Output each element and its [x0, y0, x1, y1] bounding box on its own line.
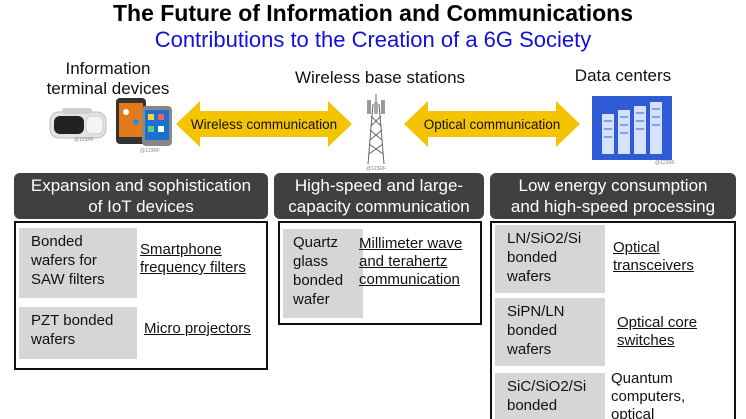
base-stations-label: Wireless base stations	[294, 68, 466, 87]
data-center-icon	[592, 96, 672, 160]
image-credit: @123RF	[140, 148, 161, 154]
iot-devices-header: Expansion and sophistication of IoT devi…	[14, 173, 268, 219]
micro-projectors-link[interactable]: Micro projectors	[144, 320, 251, 337]
millimeter-wave-link[interactable]: Millimeter wave and terahertz communicat…	[359, 235, 463, 288]
cell-tower-icon	[367, 94, 385, 165]
smartphones-icon	[116, 98, 172, 146]
image-credit: @123RF	[366, 166, 387, 172]
sipn-ln-wafer-cell: SiPN/LN bonded wafers	[495, 298, 605, 366]
page-subtitle: Contributions to the Creation of a 6G So…	[154, 27, 592, 52]
wireless-double-arrow	[176, 101, 352, 147]
vr-headset-icon	[49, 108, 107, 139]
optical-communication-label: Optical communication	[423, 116, 561, 132]
page-title: The Future of Information and Communicat…	[112, 0, 634, 26]
quantum-computers-text: Quantum computers, optical	[611, 370, 686, 419]
wireless-communication-label: Wireless communication	[190, 116, 338, 132]
low-energy-processing-header: Low energy consumption and high-speed pr…	[490, 173, 736, 219]
high-speed-communication-header: High-speed and large- capacity communica…	[274, 173, 484, 219]
image-credit: @123RF	[655, 160, 676, 166]
optical-transceivers-link[interactable]: Optical transceivers	[613, 239, 694, 274]
ln-sio2-si-wafer-cell: LN/SiO2/Si bonded wafers	[495, 225, 605, 293]
saw-filter-wafer-cell: Bonded wafers for SAW filters	[19, 228, 137, 298]
terminal-devices-label: Information terminal devices	[46, 59, 170, 98]
data-centers-label: Data centers	[574, 66, 672, 85]
pzt-wafer-cell: PZT bonded wafers	[19, 307, 137, 359]
smartphone-filters-link[interactable]: Smartphone frequency filters	[140, 241, 246, 276]
optical-double-arrow	[404, 101, 580, 147]
sic-sio2-si-wafer-cell: SiC/SiO2/Si bonded	[495, 373, 605, 419]
optical-core-switches-link[interactable]: Optical core switches	[617, 314, 698, 349]
image-credit: @123RF	[74, 137, 95, 143]
quartz-glass-wafer-cell: Quartz glass bonded wafer	[283, 229, 363, 318]
